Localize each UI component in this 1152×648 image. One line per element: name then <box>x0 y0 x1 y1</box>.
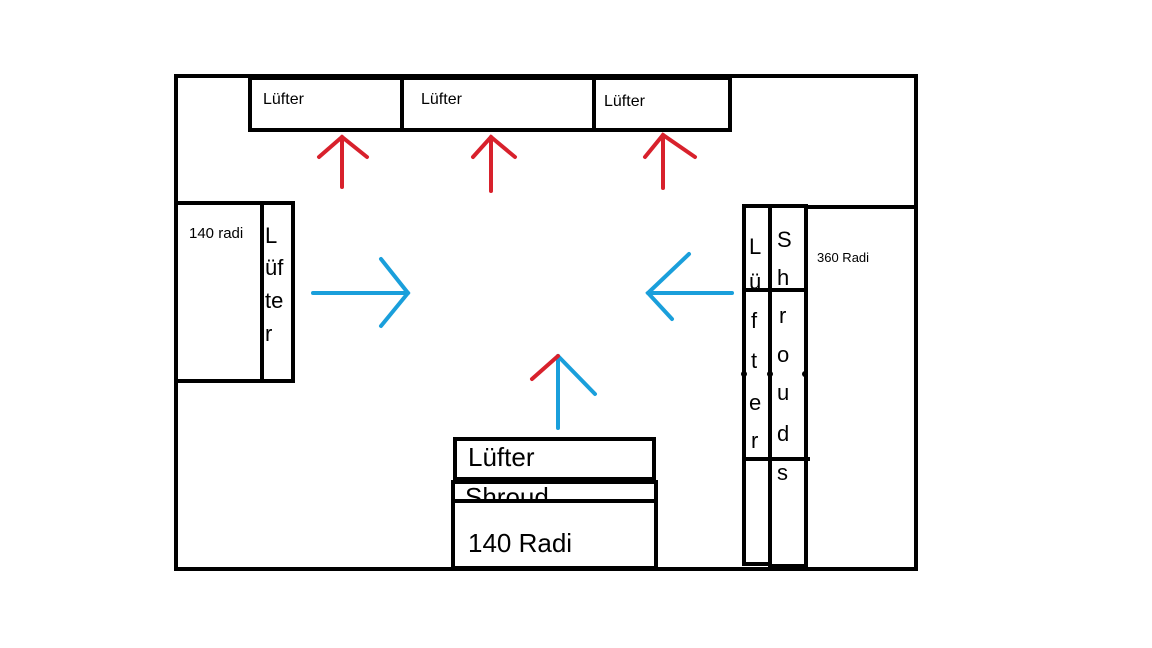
right-shroud-label-2: h <box>777 265 789 290</box>
left-fan <box>260 201 295 383</box>
left-fan-label-1: L <box>265 223 277 248</box>
right-divider-dot-2 <box>767 371 773 377</box>
top-fan-1-label: Lüfter <box>263 91 305 108</box>
right-shroud-label-1: S <box>777 227 792 252</box>
exhaust-arrows <box>317 132 697 193</box>
right-shroud-label-5: u <box>777 380 789 405</box>
left-radiator-group: 140 radi L üf te r <box>174 201 295 383</box>
right-fan-label-5: e <box>749 390 761 415</box>
intake-arrow-bottom <box>556 354 597 430</box>
right-fan-label-2: ü <box>749 269 761 294</box>
intake-arrow-right <box>645 252 734 321</box>
bottom-shroud-label: Shroud <box>465 482 549 512</box>
intake-arrow-left <box>311 257 411 328</box>
left-radiator-label: 140 radi <box>189 225 243 242</box>
bottom-fan-label: Lüfter <box>468 442 535 472</box>
top-fan-3 <box>592 76 732 132</box>
top-fan-2-label: Lüfter <box>421 91 463 108</box>
right-shroud-label-4: o <box>777 342 789 367</box>
right-fan-label-3: f <box>751 308 758 333</box>
intake-arrows <box>311 252 734 430</box>
left-fan-label-2: üf <box>265 255 284 280</box>
right-shroud-label-6: d <box>777 421 789 446</box>
bottom-fan <box>453 437 656 481</box>
right-shroud-label-7: s <box>777 460 788 485</box>
right-shroud-column <box>768 204 808 568</box>
bottom-radiator <box>451 499 658 570</box>
left-fan-label-4: r <box>265 321 272 346</box>
right-fan-label-6: r <box>751 428 758 453</box>
top-fan-row: Lüfter Lüfter Lüfter <box>248 76 732 132</box>
right-shroud-label-3: r <box>779 303 786 328</box>
bottom-radiator-label: 140 Radi <box>468 528 572 558</box>
bottom-radiator-group: Lüfter Shroud 140 Radi <box>451 437 658 570</box>
left-fan-label-3: te <box>265 288 283 313</box>
exhaust-arrow-2 <box>471 134 517 193</box>
right-fan-label-4: t <box>751 348 757 373</box>
top-fan-3-label: Lüfter <box>604 93 646 110</box>
right-fan-label-1: L <box>749 234 761 259</box>
right-divider-dot-1 <box>741 371 747 377</box>
right-radiator-label: 360 Radi <box>817 250 869 265</box>
exhaust-arrow-1 <box>317 134 369 189</box>
right-fan-column <box>742 204 772 566</box>
right-divider-dot-3 <box>802 371 808 377</box>
right-radiator-group: 360 Radi L ü f t e r S h r o u d s <box>741 204 918 571</box>
intake-arrow-bottom-red-head <box>530 354 560 381</box>
exhaust-arrow-3 <box>643 132 697 190</box>
